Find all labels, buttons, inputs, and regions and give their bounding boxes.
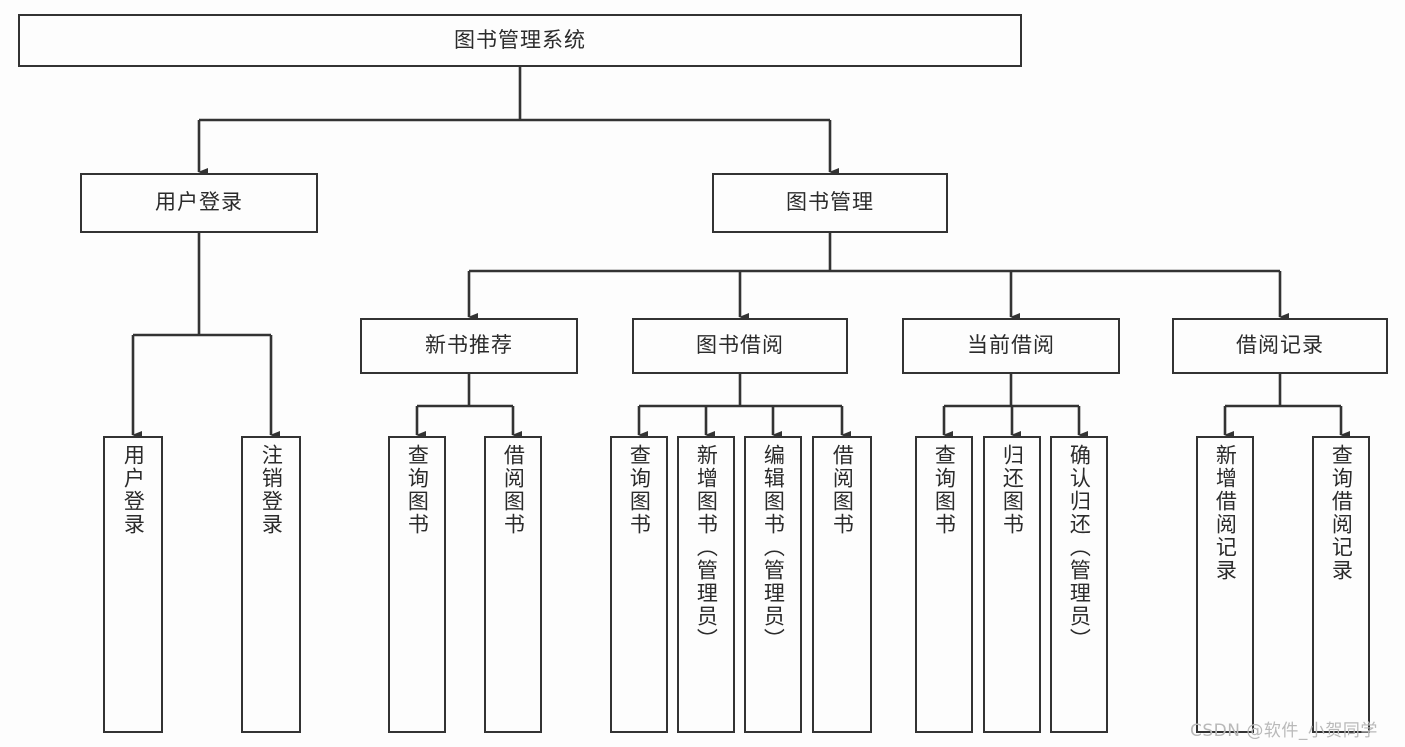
node-label-leaf-borrow-book-1: 借阅图书	[501, 444, 526, 536]
node-label-book-borrow: 图书借阅	[696, 333, 784, 358]
node-label-leaf-add-book: 新增图书（管理员）	[694, 444, 719, 651]
node-leaf-return-book[interactable]: 归还图书	[983, 436, 1041, 733]
node-leaf-query-book-1[interactable]: 查询图书	[388, 436, 446, 733]
node-leaf-borrow-book-1[interactable]: 借阅图书	[484, 436, 542, 733]
node-label-new-book-rec: 新书推荐	[425, 333, 513, 358]
node-current-borrow[interactable]: 当前借阅	[902, 318, 1120, 374]
node-leaf-query-book-2[interactable]: 查询图书	[610, 436, 668, 733]
node-label-leaf-borrow-book-2: 借阅图书	[830, 444, 855, 536]
node-new-book-rec[interactable]: 新书推荐	[360, 318, 578, 374]
node-label-leaf-add-record: 新增借阅记录	[1213, 444, 1238, 582]
node-leaf-login[interactable]: 用户登录	[103, 436, 163, 733]
node-label-leaf-query-book-3: 查询图书	[932, 444, 957, 536]
node-leaf-logout[interactable]: 注销登录	[241, 436, 301, 733]
node-book-manage[interactable]: 图书管理	[712, 173, 948, 233]
node-label-leaf-logout: 注销登录	[259, 444, 284, 536]
csdn-watermark: CSDN @软件_小贺同学	[1190, 721, 1378, 741]
node-label-leaf-query-record: 查询借阅记录	[1329, 444, 1354, 582]
node-user-login[interactable]: 用户登录	[80, 173, 318, 233]
node-label-user-login: 用户登录	[155, 190, 243, 215]
node-label-current-borrow: 当前借阅	[967, 333, 1055, 358]
node-label-book-manage: 图书管理	[786, 190, 874, 215]
node-leaf-add-record[interactable]: 新增借阅记录	[1196, 436, 1254, 733]
node-root[interactable]: 图书管理系统	[18, 14, 1022, 67]
node-leaf-add-book[interactable]: 新增图书（管理员）	[677, 436, 735, 733]
node-label-leaf-return-book: 归还图书	[1000, 444, 1025, 536]
node-label-leaf-edit-book: 编辑图书（管理员）	[761, 444, 786, 651]
node-label-borrow-record: 借阅记录	[1236, 333, 1324, 358]
node-label-leaf-login: 用户登录	[121, 444, 146, 536]
node-book-borrow[interactable]: 图书借阅	[632, 318, 848, 374]
node-label-leaf-query-book-2: 查询图书	[627, 444, 652, 536]
node-label-leaf-query-book-1: 查询图书	[405, 444, 430, 536]
node-label-root: 图书管理系统	[454, 27, 586, 52]
node-label-leaf-confirm-return: 确认归还（管理员）	[1067, 444, 1092, 651]
node-leaf-borrow-book-2[interactable]: 借阅图书	[812, 436, 872, 733]
node-leaf-query-record[interactable]: 查询借阅记录	[1312, 436, 1370, 733]
node-borrow-record[interactable]: 借阅记录	[1172, 318, 1388, 374]
node-leaf-confirm-return[interactable]: 确认归还（管理员）	[1050, 436, 1108, 733]
node-leaf-edit-book[interactable]: 编辑图书（管理员）	[744, 436, 802, 733]
node-leaf-query-book-3[interactable]: 查询图书	[915, 436, 973, 733]
